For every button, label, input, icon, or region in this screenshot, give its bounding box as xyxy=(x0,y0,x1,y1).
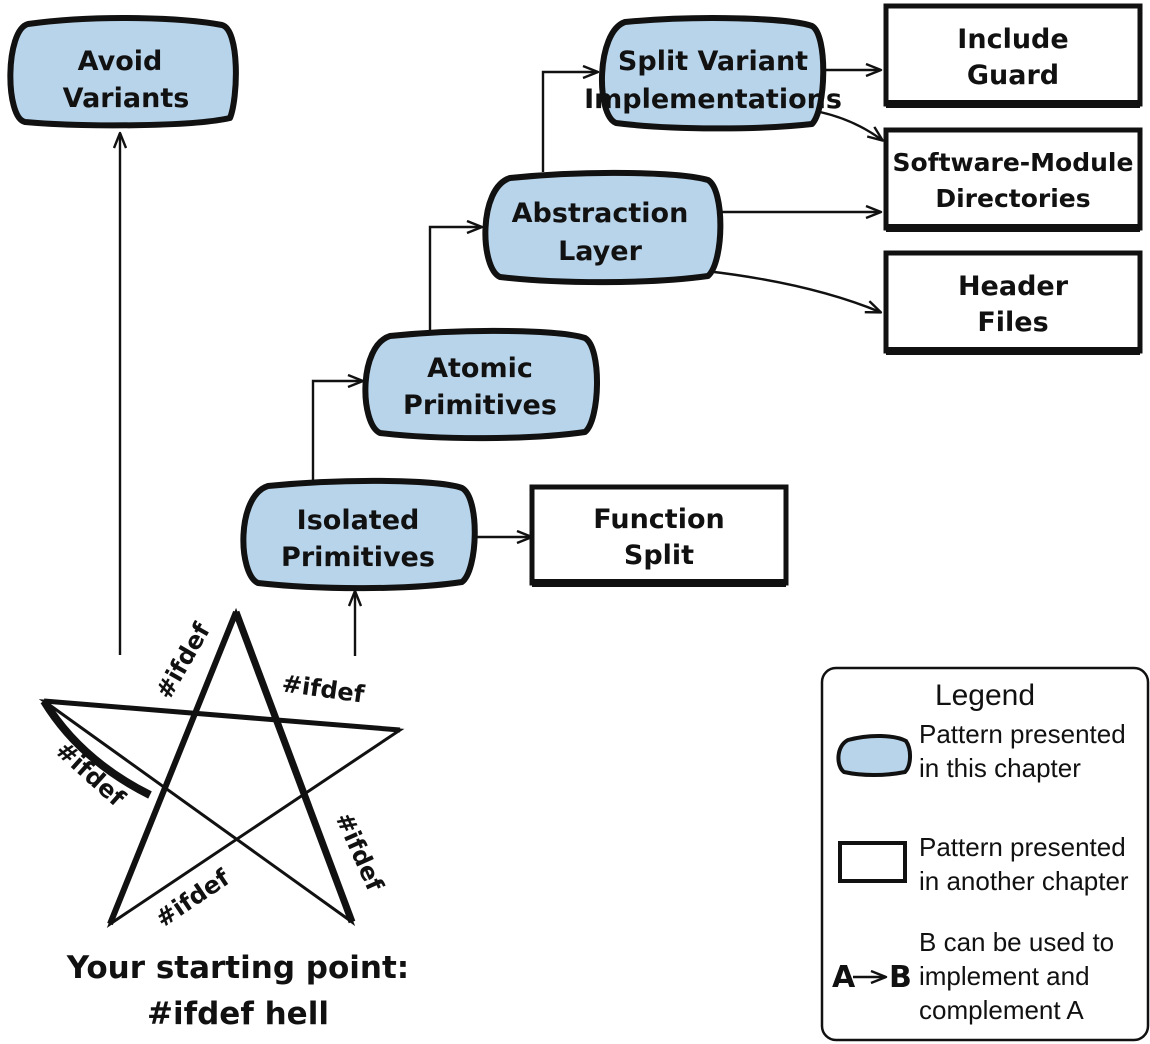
node-include-guard-line-1: Include xyxy=(957,24,1068,55)
edge-abstraction-to-split-variant xyxy=(541,72,597,172)
node-atomic-primitives-line-2: Primitives xyxy=(403,390,557,421)
star-edge-heavy-top xyxy=(43,698,401,733)
node-isolated-primitives: Isolated Primitives xyxy=(240,477,478,592)
starting-point-caption-line-2: #ifdef hell xyxy=(147,996,329,1032)
edge-split-variant-to-software-module xyxy=(819,110,882,140)
legend-title: Legend xyxy=(935,679,1035,712)
node-header-files-shape xyxy=(883,250,1143,354)
node-atomic-primitives-shape xyxy=(362,327,600,442)
node-abstraction-layer-line-1: Abstraction xyxy=(512,198,689,229)
edge-atomic-to-abstraction xyxy=(428,227,481,332)
node-avoid-variants-shape xyxy=(7,14,239,129)
legend-swatch-this-chapter xyxy=(836,734,912,777)
node-split-variant-implementations-shape xyxy=(599,15,827,132)
node-avoid-variants-line-2: Variants xyxy=(63,83,190,114)
node-isolated-primitives-shape xyxy=(240,477,478,592)
ifdef-tag-bottom: #ifdef xyxy=(150,863,235,933)
legend: Legend Pattern presented in this chapter… xyxy=(820,666,1150,1042)
node-abstraction-layer-shape xyxy=(482,169,724,286)
legend-arrow-desc-line-2: implement and xyxy=(919,961,1090,991)
ifdef-star: #ifdef #ifdef #ifdef #ifdef #ifdef Your … xyxy=(38,607,409,1032)
node-include-guard-line-2: Guard xyxy=(967,60,1059,91)
legend-arrow-a: A xyxy=(832,960,856,995)
legend-arrow-desc-line-3: complement A xyxy=(919,995,1084,1025)
node-abstraction-layer: Abstraction Layer xyxy=(482,169,724,286)
starting-point-caption-line-1: Your starting point: xyxy=(66,950,409,986)
node-split-variant-implementations: Split Variant Implementations xyxy=(584,15,842,132)
node-atomic-primitives-line-1: Atomic xyxy=(427,353,533,384)
node-split-variant-line-1: Split Variant xyxy=(618,46,808,77)
legend-swatch-another-chapter xyxy=(838,841,907,883)
node-software-module-directories: Software-Module Directories xyxy=(883,127,1143,232)
legend-this-chapter-line-2: in this chapter xyxy=(919,753,1081,783)
node-include-guard: Include Guard xyxy=(883,3,1143,108)
star-edge-heavy-right xyxy=(232,610,356,924)
node-software-module-directories-shape xyxy=(883,127,1143,231)
star-edge-heavy-bottom xyxy=(107,610,239,926)
edges xyxy=(120,70,882,656)
legend-another-chapter-line-1: Pattern presented xyxy=(919,832,1126,862)
star-edge-heavy-left xyxy=(40,698,152,799)
node-header-files-line-2: Files xyxy=(977,307,1048,338)
node-header-files-line-1: Header xyxy=(958,271,1069,302)
node-atomic-primitives: Atomic Primitives xyxy=(362,327,600,442)
node-isolated-primitives-line-1: Isolated xyxy=(297,505,420,536)
node-function-split: Function Split xyxy=(529,484,789,587)
node-software-module-line-1: Software-Module xyxy=(893,148,1134,177)
node-function-split-line-2: Split xyxy=(624,540,694,571)
legend-another-chapter-line-2: in another chapter xyxy=(919,866,1129,896)
node-function-split-line-1: Function xyxy=(593,504,724,535)
node-avoid-variants: Avoid Variants xyxy=(7,14,239,129)
ifdef-tag-top-right: #ifdef xyxy=(280,669,366,708)
node-abstraction-layer-line-2: Layer xyxy=(558,236,643,267)
node-avoid-variants-line-1: Avoid xyxy=(78,46,163,77)
legend-arrow-b: B xyxy=(889,960,912,995)
node-software-module-line-2: Directories xyxy=(935,184,1090,213)
legend-arrow-desc-line-1: B can be used to xyxy=(919,927,1114,957)
node-split-variant-line-2: Implementations xyxy=(584,84,842,115)
legend-this-chapter-line-1: Pattern presented xyxy=(919,719,1126,749)
node-header-files: Header Files xyxy=(883,250,1143,355)
node-isolated-primitives-line-2: Primitives xyxy=(281,542,435,573)
edge-abstraction-to-header-files xyxy=(705,269,880,312)
edge-isolated-to-atomic xyxy=(311,381,362,482)
